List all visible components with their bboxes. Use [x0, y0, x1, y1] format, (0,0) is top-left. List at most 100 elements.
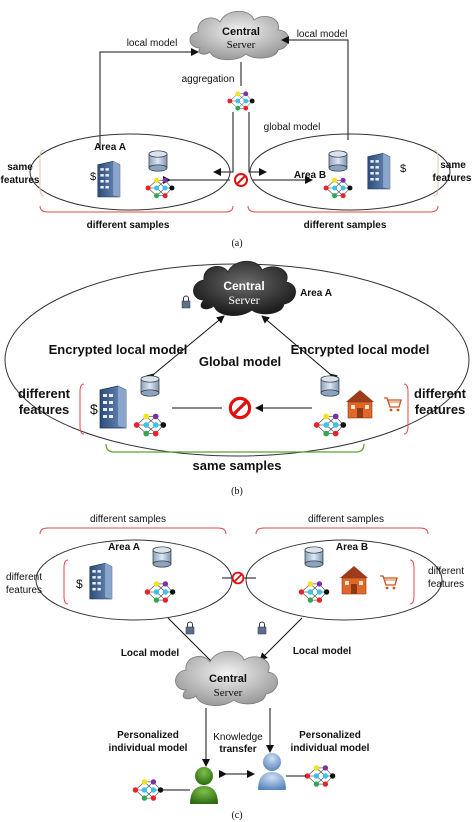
lock-icon: [185, 621, 195, 635]
area-a-ellipse-c: [35, 539, 233, 621]
central-server-cloud-c: Central Server: [175, 650, 278, 706]
label-different-features-right-1-c: different: [428, 566, 464, 577]
label-different-features-right-2: features: [415, 402, 466, 417]
label-encrypted-left: Encrypted local model: [49, 342, 188, 357]
label-different-samples-right: different samples: [304, 220, 387, 231]
database-icon: [148, 150, 168, 172]
dollar-icon: $: [90, 171, 96, 183]
cart-icon: [383, 397, 402, 413]
label-local-model-right: local model: [297, 29, 348, 40]
building-icon: [97, 160, 121, 198]
cloud-label-line1: Central: [222, 26, 260, 38]
arrow-local-model-right-c: [259, 617, 303, 661]
panel-c: different samples different samples Area…: [6, 514, 464, 821]
label-personalized-left-1: Personalized: [117, 730, 179, 741]
label-personalized-right-2: individual model: [291, 743, 370, 754]
bracket-features-left: [79, 383, 85, 435]
area-a-ellipse: [29, 133, 231, 211]
label-different-features-right-1: different: [414, 386, 467, 401]
label-same-samples: same samples: [193, 458, 282, 473]
network-icon: [298, 580, 330, 604]
cloud-label-line1: Central: [223, 279, 264, 293]
label-local-model-right-c: Local model: [293, 646, 352, 657]
cart-icon: [379, 575, 398, 591]
caption-a: (a): [231, 238, 242, 249]
label-different-samples-right-c: different samples: [308, 514, 384, 525]
label-knowledge-1: Knowledge: [213, 732, 263, 743]
building-icon: [367, 152, 391, 190]
lock-icon: [257, 621, 267, 635]
bracket-different-samples-left-c: [39, 527, 227, 535]
label-different-features-right-2-c: features: [428, 579, 464, 590]
area-b-ellipse-c: [245, 539, 443, 621]
central-server-cloud-b: Central Server: [193, 260, 296, 316]
user-green-icon: [190, 767, 218, 804]
bracket-different-samples-right-c: [255, 527, 429, 535]
aggregation-network-icon: [226, 91, 256, 111]
label-same-features-right-2: features: [433, 173, 472, 184]
building-icon: [89, 562, 113, 600]
panel-a: Central Server local model local model a…: [1, 10, 472, 249]
bracket-different-samples-left: [39, 205, 234, 213]
label-local-model-left-c: Local model: [121, 648, 180, 659]
label-global-model-b: Global model: [199, 354, 281, 369]
arrow-local-model-left: [99, 48, 199, 150]
label-different-samples-left-c: different samples: [90, 514, 166, 525]
building-icon: [99, 385, 127, 429]
database-icon: [328, 150, 348, 172]
network-icon: [145, 177, 175, 199]
bracket-different-samples-right: [247, 205, 439, 213]
lock-icon: [181, 295, 191, 309]
cloud-label-line2: Server: [227, 39, 256, 51]
house-icon: [339, 565, 369, 595]
database-icon: [152, 546, 172, 568]
label-different-samples-left: different samples: [87, 220, 170, 231]
cloud-label-line2: Server: [214, 687, 243, 699]
bracket-features-right-c: [409, 559, 415, 605]
label-different-features-left-2-c: features: [6, 585, 42, 596]
label-knowledge-2: transfer: [219, 744, 256, 755]
bracket-right: [433, 149, 439, 197]
stop-icon: [234, 173, 248, 187]
network-icon: [133, 413, 167, 437]
arrow-local-model-right: [281, 36, 349, 140]
caption-c: (c): [231, 810, 242, 821]
network-icon: [304, 764, 336, 788]
label-different-features-left-1-c: different: [6, 572, 42, 583]
label-encrypted-right: Encrypted local model: [291, 342, 430, 357]
label-aggregation: aggregation: [182, 74, 235, 85]
label-same-features-left-2: features: [1, 175, 40, 186]
bracket-same-samples: [105, 443, 365, 453]
bracket-left: [39, 149, 45, 197]
label-same-features-right-1: same: [440, 160, 466, 171]
arrow-global-model-left: [213, 112, 234, 176]
label-personalized-left-2: individual model: [109, 743, 188, 754]
house-icon: [345, 389, 375, 419]
arrow-encrypted-right: [261, 315, 338, 382]
dollar-icon: $: [76, 577, 83, 591]
area-b-ellipse: [249, 133, 451, 211]
label-different-features-left-2: features: [19, 402, 70, 417]
cloud-label-line2: Server: [228, 293, 259, 307]
label-different-features-left-1: different: [18, 386, 71, 401]
caption-b: (b): [231, 486, 243, 497]
label-global-model: global model: [264, 122, 321, 133]
panel-b: Area A Central Server Encrypted local mo…: [4, 260, 470, 497]
area-a-label-b: Area A: [300, 288, 332, 299]
cloud-label-line1: Central: [209, 673, 247, 685]
user-blue-icon: [258, 753, 286, 790]
dollar-icon: $: [400, 163, 406, 175]
database-icon: [320, 375, 340, 397]
label-same-features-left-1: same: [7, 162, 33, 173]
network-icon: [313, 413, 347, 437]
label-personalized-right-1: Personalized: [299, 730, 361, 741]
bracket-features-right: [403, 383, 409, 435]
arrow-encrypted-left: [146, 315, 225, 382]
network-icon: [132, 778, 164, 802]
label-local-model-left: local model: [127, 38, 178, 49]
central-server-cloud-a: Central Server: [189, 10, 289, 61]
database-icon: [304, 546, 324, 568]
area-a-label: Area A: [94, 142, 126, 153]
area-b-label: Area B: [294, 170, 326, 181]
